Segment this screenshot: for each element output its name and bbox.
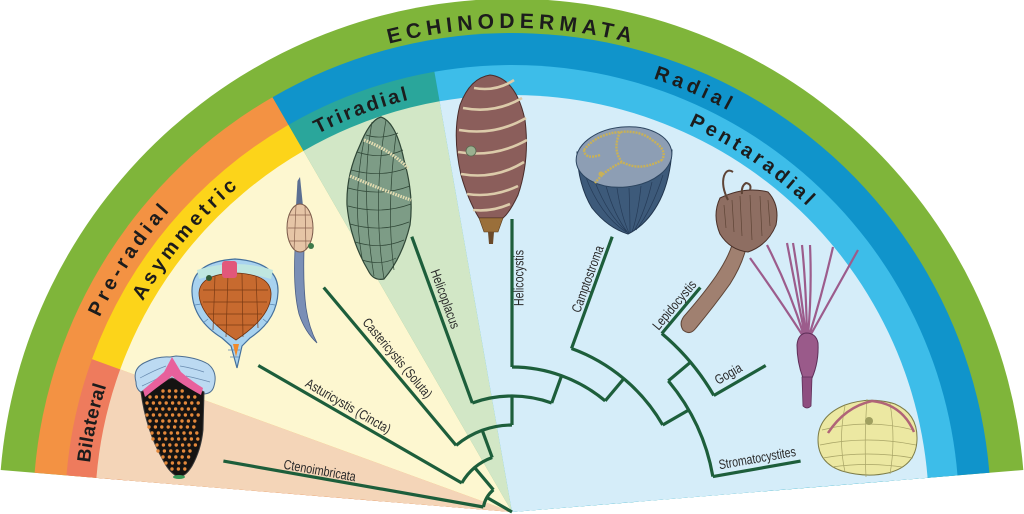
leaf-helicoplacus [410,236,474,404]
ctenoimbricata-fossil [134,355,216,479]
leaf-stromatocystites [712,459,801,479]
helicocystis-spiral-ambulacra [457,78,528,212]
leaf-lepidocystis [660,286,702,335]
camptostroma-fossil [575,126,673,235]
node-3-arc [455,423,513,447]
camptostroma-ridges [584,174,664,234]
helicocystis-fossil [455,74,528,244]
lepidocystis-brachiole-1 [722,169,734,201]
stromatocystites-ambulacra [826,399,916,434]
helicocystis-stalk [478,217,504,233]
stromatocystites-theca [817,399,918,476]
gogia-theca [796,332,819,379]
node-6-stem [603,377,626,402]
lepidocystis-brachiole-2 [740,181,752,195]
leaf-camptostroma [569,236,614,350]
leaf-ctenoimbricata [223,459,484,509]
node-6-arc [570,346,665,426]
node-7-stem [661,408,690,427]
node-4-arc [471,394,553,405]
node-1-arc [481,488,495,508]
cladogram [223,219,801,514]
gogia-fossil [749,242,859,409]
ctenoimbricata-base [173,475,185,479]
ctenoimbricata-body [140,377,205,478]
castericystis-tail [294,249,318,344]
asymmetric-sector [120,150,512,512]
helicoplacus-ambulacrum-2 [349,174,412,202]
asturicystis-stele-spot [233,344,239,357]
helicocystis-spot [465,145,477,157]
node-2-stem [473,466,495,491]
lepidocystis-texture [723,194,771,241]
node-7-arc [667,379,715,477]
lepidocystis-theca [715,189,778,253]
node-3-stem [480,429,494,459]
camptostroma-spot [598,171,604,177]
asturicystis-fossil [191,258,279,369]
helicoplacus-plate-grid [347,119,412,280]
leaf-asturicystis [257,364,463,485]
node-8-stem [667,360,692,383]
lepidocystis-fossil [680,169,778,334]
leaf-castericystis [322,286,458,447]
node-2-arc [460,455,493,484]
castericystis-fossil [286,177,318,344]
stromatocystites-mouth [865,417,873,425]
asturicystis-frame-segments [194,303,276,358]
helicoplacus-fossil [346,116,412,280]
castericystis-spot [308,243,314,249]
helicocystis-tip [488,232,494,244]
asturicystis-mouth [222,261,237,278]
ctenoimbricata-ossicle-dots [145,389,203,471]
node-5-stem [550,375,564,404]
root-stem [486,496,513,514]
camptostroma-ambulacra [582,130,665,184]
node-5-arc [511,365,607,403]
gogia-stem [801,376,813,409]
ctenoimbricata-pink-chevron [143,357,203,397]
taxon-label-helicocystis: Helicocystis [512,250,527,306]
stromatocystites-fossil [817,398,918,478]
castericystis-spine [296,177,303,206]
asturicystis-pore [206,275,212,281]
gogia-brachioles [749,242,859,337]
leaf-gogia [712,364,767,397]
castericystis-plates [288,204,312,251]
asturicystis-plates [203,273,268,338]
ctenoimbricata-lobe-lines [139,365,211,387]
node-8-arc [660,332,716,397]
